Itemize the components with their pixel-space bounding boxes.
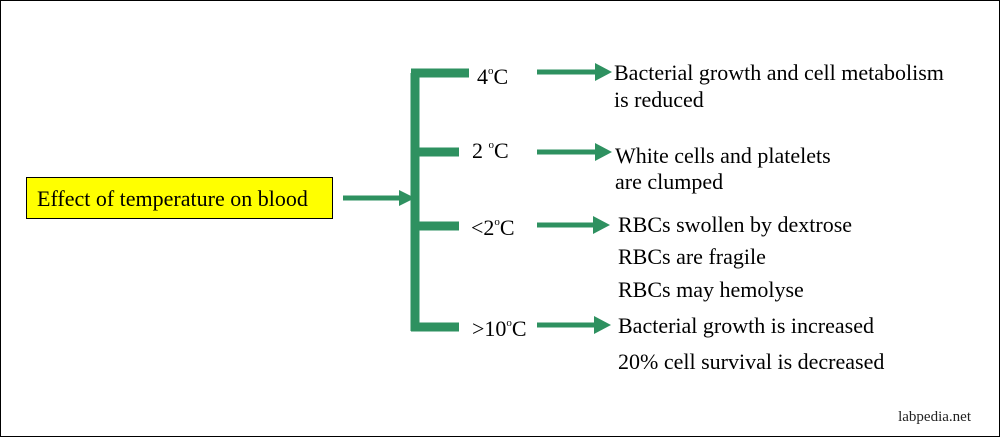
effect-1-line-1: Bacterial growth and cell metabolism <box>614 60 944 85</box>
effect-2-line-1: White cells and platelets <box>615 143 831 168</box>
effect-arrow-head-1 <box>595 63 612 81</box>
degree-symbol-2: o <box>488 139 495 151</box>
degree-symbol-3: o <box>494 216 500 228</box>
source-credit: labpedia.net <box>898 409 971 425</box>
effect-3-line-1: RBCs swollen by dextrose <box>618 212 853 237</box>
temp-value-2: 2 <box>472 138 489 163</box>
temp-unit-3: C <box>499 215 515 240</box>
temp-label-3: <2oC <box>471 217 515 239</box>
effect-3-line-3: RBCs may hemolyse <box>618 277 804 302</box>
degree-symbol-4: o <box>506 317 512 329</box>
temp-label-1: 4oC <box>477 66 508 88</box>
effect-2-line-2: are clumped <box>615 169 724 194</box>
effect-4-line-2: 20% cell survival is decreased <box>618 349 885 374</box>
temp-unit-4: C <box>511 316 527 341</box>
temp-label-4: >10oC <box>472 318 527 340</box>
temp-value-3: <2 <box>471 215 495 240</box>
effect-arrow-head-3 <box>593 216 610 234</box>
root-arrow-head <box>399 190 415 206</box>
effect-arrow-head-2 <box>595 143 612 161</box>
effect-arrow-head-4 <box>594 316 611 334</box>
temp-value-1: 4 <box>477 64 488 89</box>
temp-value-4: >10 <box>472 316 507 341</box>
temp-unit-1: C <box>493 64 509 89</box>
degree-symbol-1: o <box>488 65 494 77</box>
effect-1-line-2: is reduced <box>614 87 704 112</box>
effect-4-line-1: Bacterial growth is increased <box>618 313 874 338</box>
root-box: Effect of temperature on blood <box>26 177 333 219</box>
temp-label-2: 2 oC <box>472 140 509 162</box>
root-label: Effect of temperature on blood <box>37 186 308 211</box>
effect-3-line-2: RBCs are fragile <box>618 244 766 269</box>
temp-unit-2: C <box>494 138 509 163</box>
